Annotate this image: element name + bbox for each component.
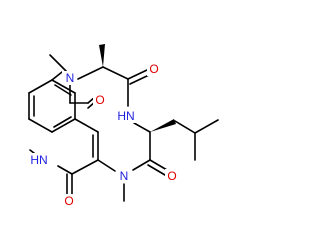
molecule-diagram: N O O HN HN N O O: [28, 44, 219, 208]
bond-ring-ch2: [51, 71, 63, 81]
wedge-leu-side: [150, 119, 176, 132]
atom-nh-right: HN: [117, 109, 134, 123]
wedge-ala-methyl: [99, 44, 105, 67]
bond-nmethyl-top: [49, 54, 69, 74]
atom-labels: N O O HN HN N O O: [28, 62, 179, 208]
bond-ring-inner-3: [53, 116, 72, 128]
bond-n-dehydro-alpha: [97, 159, 116, 172]
atom-n-top: N: [66, 71, 75, 85]
atom-o-top-right: O: [149, 62, 158, 76]
bond-ring-4: [28, 79, 53, 94]
bond-leu-ch-me1: [194, 119, 219, 134]
atom-nh-left: HN: [30, 153, 47, 167]
atom-o-bottom-right: O: [167, 169, 176, 183]
bond-carbonyl-o-top-1: [127, 69, 148, 80]
bond-carbonyl-hn-left: [57, 165, 73, 175]
bond-n-ala-alpha: [77, 66, 104, 80]
bond-ring-5: [51, 79, 76, 94]
atom-o-bottom-left: O: [64, 194, 73, 208]
atom-n-bottom: N: [120, 169, 129, 183]
bond-ring-inner-2: [54, 84, 72, 96]
bond-carbonyl-o-br-2: [147, 164, 166, 176]
bonds: [28, 44, 219, 202]
bond-vinyl-phenyl: [74, 118, 99, 133]
bond-carbonyl-o-top-2: [129, 74, 150, 85]
bond-ring-1: [51, 118, 76, 133]
bond-dehydro-carbonyl: [71, 159, 99, 175]
bond-ala-carbonyl: [102, 66, 129, 80]
bond-nh-leu-alpha: [133, 122, 151, 133]
bond-leu-ch2-ch: [174, 120, 196, 134]
atom-o-left: O: [95, 93, 104, 107]
bond-carbonyl-o-br-1: [149, 159, 168, 171]
bond-ring-2: [28, 118, 53, 133]
bond-carbonyl-n-bottom: [132, 159, 151, 171]
